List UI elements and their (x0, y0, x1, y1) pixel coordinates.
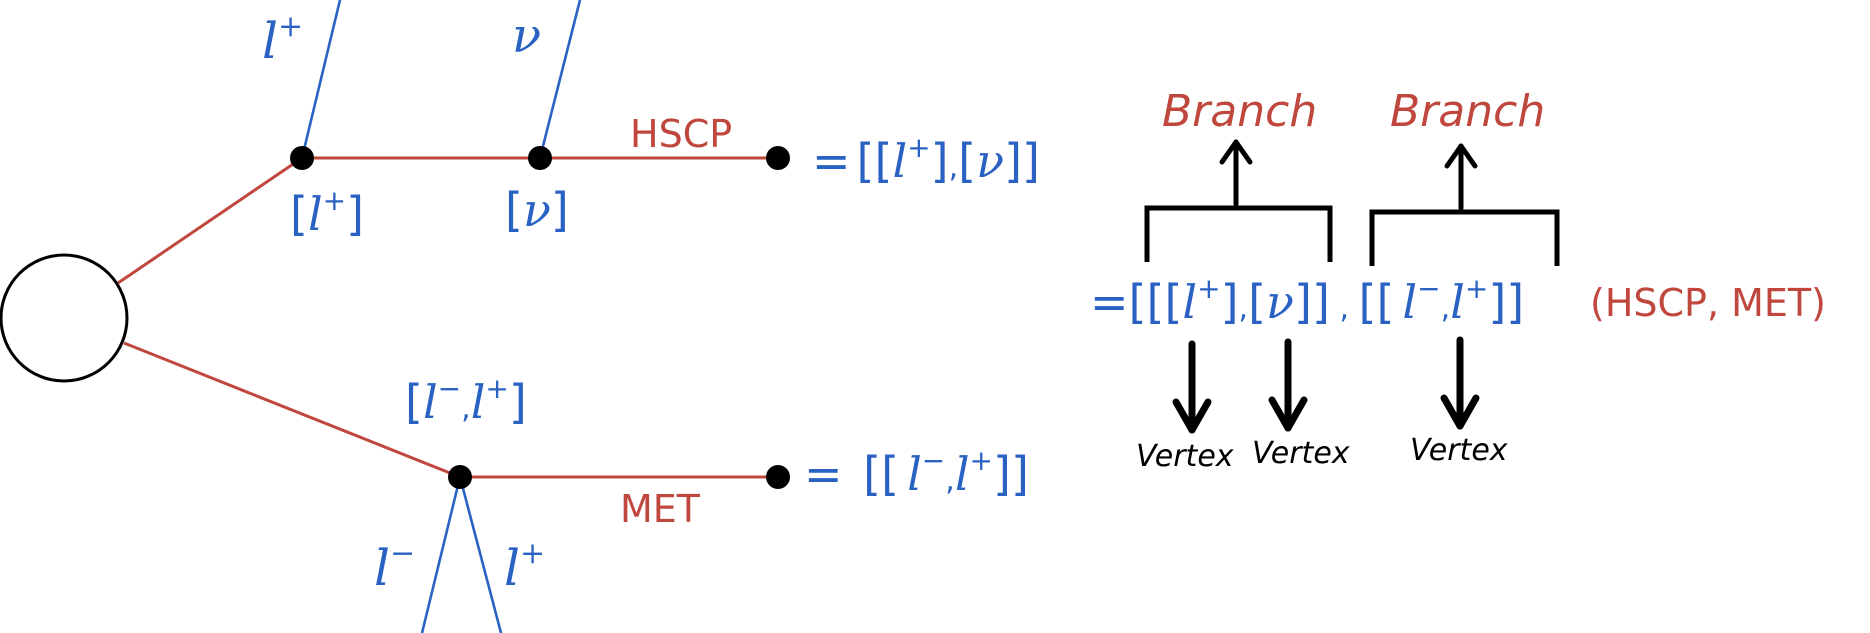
annotation-vertex-label-2: Vertex (1252, 436, 1350, 471)
branch-line-lower-diagonal (123, 341, 461, 479)
final-state-dot-met (766, 465, 790, 489)
annotation-vertex-label-1: Vertex (1136, 439, 1234, 474)
vertex-label-l-minus-l-plus: [l−,l+] (405, 372, 527, 429)
vertex-label-l-plus: [l+] (290, 184, 364, 241)
arrow-up-branch-2 (1444, 143, 1478, 211)
annotation-vertex-label-3: Vertex (1410, 433, 1508, 468)
particle-line-l-plus-top-slanted (300, 0, 342, 159)
vertex-label-nu: [ν] (505, 183, 569, 237)
arrow-down-vertex-2 (1268, 338, 1308, 432)
arrow-down-vertex-1 (1172, 340, 1212, 434)
vertex-dot-l-minus-l-plus (448, 465, 472, 489)
vertex-dot-l-plus (290, 146, 314, 170)
arrow-down-vertex-3 (1440, 336, 1480, 430)
particle-line-nu-top (538, 0, 582, 159)
particle-label-nu-top: ν (512, 8, 541, 64)
branch-label-hscp: HSCP (630, 112, 732, 156)
annotation-branch-label-1: Branch (1162, 86, 1317, 137)
branch-label-met: MET (620, 487, 701, 531)
branch-expression-met: = [[l−,l+]] (804, 444, 1029, 501)
particle-label-l-plus-bottom: l+ (504, 536, 545, 597)
final-state-dot-hscp (766, 146, 790, 170)
full-event-expression: =[[[l+],[ν]] , [[l−,l+]] (1090, 272, 1524, 329)
branch-brace-1 (1144, 205, 1333, 262)
branch-line-upper-diagonal (117, 156, 303, 285)
arrow-up-branch-1 (1219, 139, 1253, 207)
particle-line-l-minus-bottom (420, 476, 462, 633)
particle-label-l-minus-bottom: l− (374, 536, 415, 597)
particle-line-l-plus-bottom (458, 476, 503, 633)
particle-label-l-plus-top: l+ (262, 9, 303, 70)
branch-expression-hscp: =[[l+],[ν]] (812, 131, 1040, 188)
vertex-dot-nu (528, 146, 552, 170)
production-vertex-circle (0, 253, 129, 383)
branch-brace-2 (1369, 209, 1560, 266)
annotation-branch-label-2: Branch (1390, 86, 1545, 137)
final-state-types: (HSCP, MET) (1590, 281, 1826, 325)
